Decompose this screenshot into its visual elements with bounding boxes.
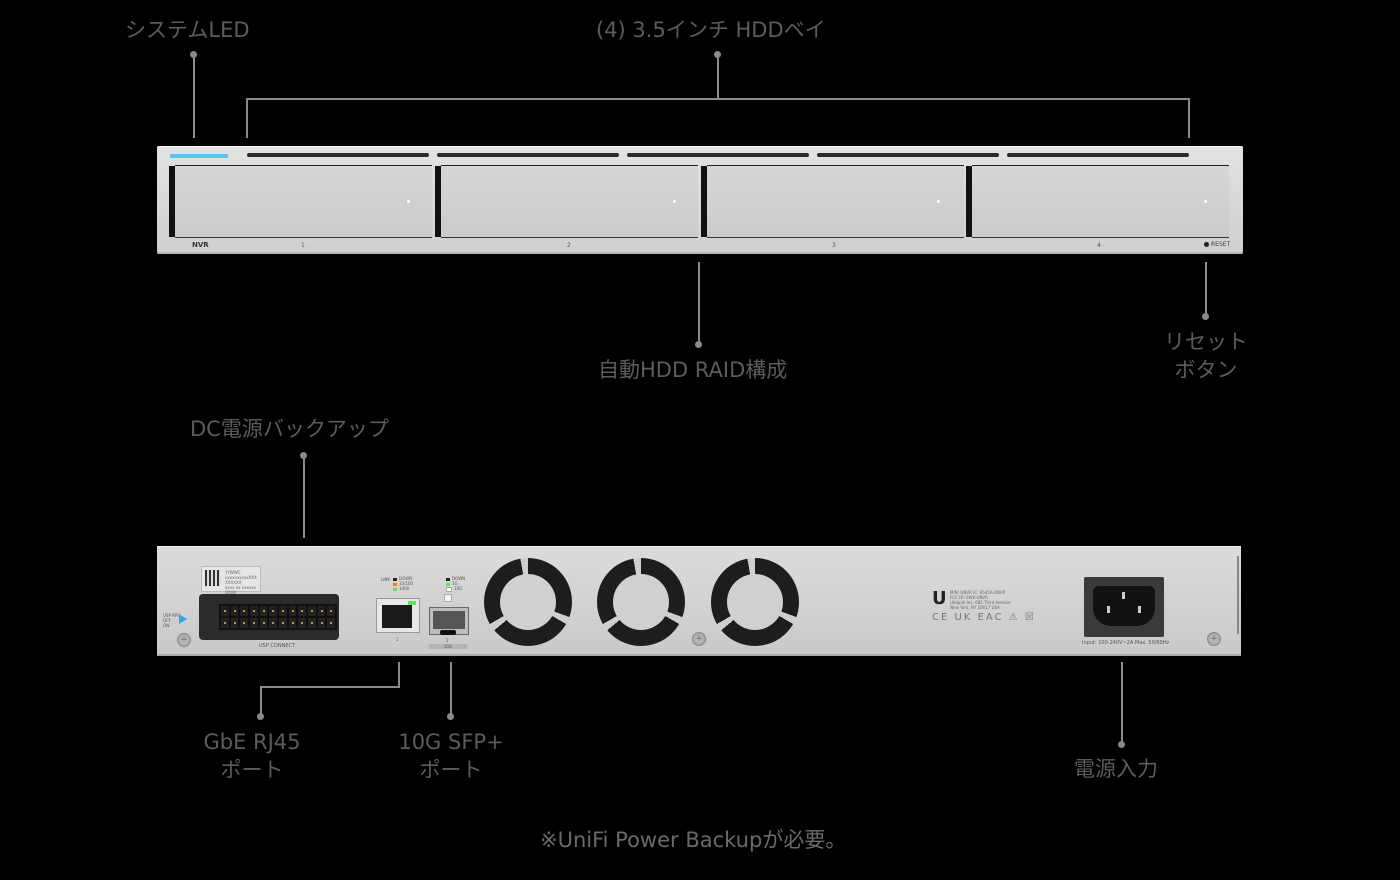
bay-number: 1 (301, 242, 305, 249)
callout-line (1205, 262, 1207, 316)
port-number: 2 (446, 638, 449, 643)
callout-dot (695, 341, 702, 348)
bay-number: 3 (832, 242, 836, 249)
callout-line (1121, 662, 1123, 742)
reset-button[interactable]: RESET (1204, 241, 1230, 248)
bay-led (673, 200, 676, 203)
vent-slot (1007, 153, 1189, 157)
usp-connect-label: USP CONNECT (259, 643, 296, 649)
fan-vent-2 (597, 558, 685, 646)
callout-raid: 自動HDD RAID構成 (598, 358, 788, 382)
usp-switch-legend: USP RPS OFF ON (163, 613, 180, 628)
callout-power-input: 電源入力 (1074, 757, 1158, 781)
certification-label: U M/N: UNVR IC: 6545A-UNVR FCC ID: SWX-U… (932, 588, 1036, 623)
callout-dot (1118, 741, 1125, 748)
bracket-line (246, 98, 1190, 100)
hdd-bay-4[interactable] (966, 165, 1229, 238)
callout-reset: リセット ボタン (1164, 330, 1248, 382)
callout-sfp: 10G SFP+ ポート (398, 730, 504, 782)
screw-icon: + (692, 632, 706, 646)
callout-line (450, 662, 452, 714)
sfp-led-legend: DOWN 1G 10G (446, 576, 465, 592)
callout-line (398, 662, 400, 687)
callout-dot (257, 713, 264, 720)
callout-line (193, 54, 195, 138)
callout-system-led: システムLED (125, 18, 250, 42)
usp-connector[interactable] (199, 594, 339, 640)
ubiquiti-logo-icon: U (932, 588, 947, 609)
bay-led (1204, 200, 1207, 203)
callout-rj45: GbE RJ45 ポート (203, 730, 301, 782)
sfp-speed-label: 10G (429, 644, 467, 649)
usp-switch-icon[interactable] (179, 614, 187, 624)
callout-hdd-bays: (4) 3.5インチ HDDベイ (596, 18, 826, 42)
bracket-right (1188, 98, 1190, 138)
model-label: NVR (192, 241, 209, 249)
bay-led (937, 200, 940, 203)
bracket-left (246, 98, 248, 138)
bay-number: 2 (567, 242, 571, 249)
vent-slot (247, 153, 429, 157)
sfp-led (444, 594, 452, 602)
reset-hole-icon (1204, 242, 1209, 247)
power-spec-label: Input: 100-240V~2A Max. 50/60Hz (1082, 640, 1170, 646)
callout-line (698, 262, 700, 342)
link-label: LINK (381, 577, 391, 582)
system-led (170, 154, 228, 158)
screw-icon: + (177, 633, 191, 647)
callout-line (260, 686, 262, 714)
fan-vent-3 (711, 558, 799, 646)
fan-vent-1 (484, 558, 572, 646)
cert-marks-icon: CE UK EAC ⚠ ☒ (932, 612, 1036, 623)
bay-led (407, 200, 410, 203)
callout-line (303, 455, 305, 538)
vent-slot (627, 153, 809, 157)
hdd-bay-3[interactable] (701, 165, 964, 238)
callout-line (260, 686, 400, 688)
bay-number: 4 (1097, 242, 1101, 249)
qr-label: YYWWC xxxxxxxxxxXXX XXXXXX xxxx xx xxxxx… (201, 566, 261, 595)
callout-dc-backup: DC電源バックアップ (190, 417, 389, 441)
front-panel: NVR 1 2 3 4 RESET (157, 146, 1243, 254)
vent-slot (437, 153, 619, 157)
qr-code-icon (205, 570, 221, 586)
rear-panel: YYWWC xxxxxxxxxxXXX XXXXXX xxxx xx xxxxx… (157, 546, 1241, 656)
port-number: 1 (396, 637, 399, 642)
rj45-led-legend: DOWN 10/100 1000 (393, 576, 413, 591)
link-led (408, 601, 416, 605)
vent-slot (817, 153, 999, 157)
callout-line (717, 54, 719, 99)
screw-icon: + (1207, 632, 1221, 646)
hdd-bay-1[interactable] (169, 165, 432, 238)
sfp-port[interactable] (429, 607, 469, 635)
callout-dot (1202, 313, 1209, 320)
footnote: ※UniFi Power Backupが必要。 (540, 828, 847, 852)
hdd-bay-2[interactable] (435, 165, 698, 238)
callout-dot (447, 713, 454, 720)
rj45-port[interactable] (376, 598, 420, 633)
power-inlet[interactable] (1084, 577, 1164, 637)
